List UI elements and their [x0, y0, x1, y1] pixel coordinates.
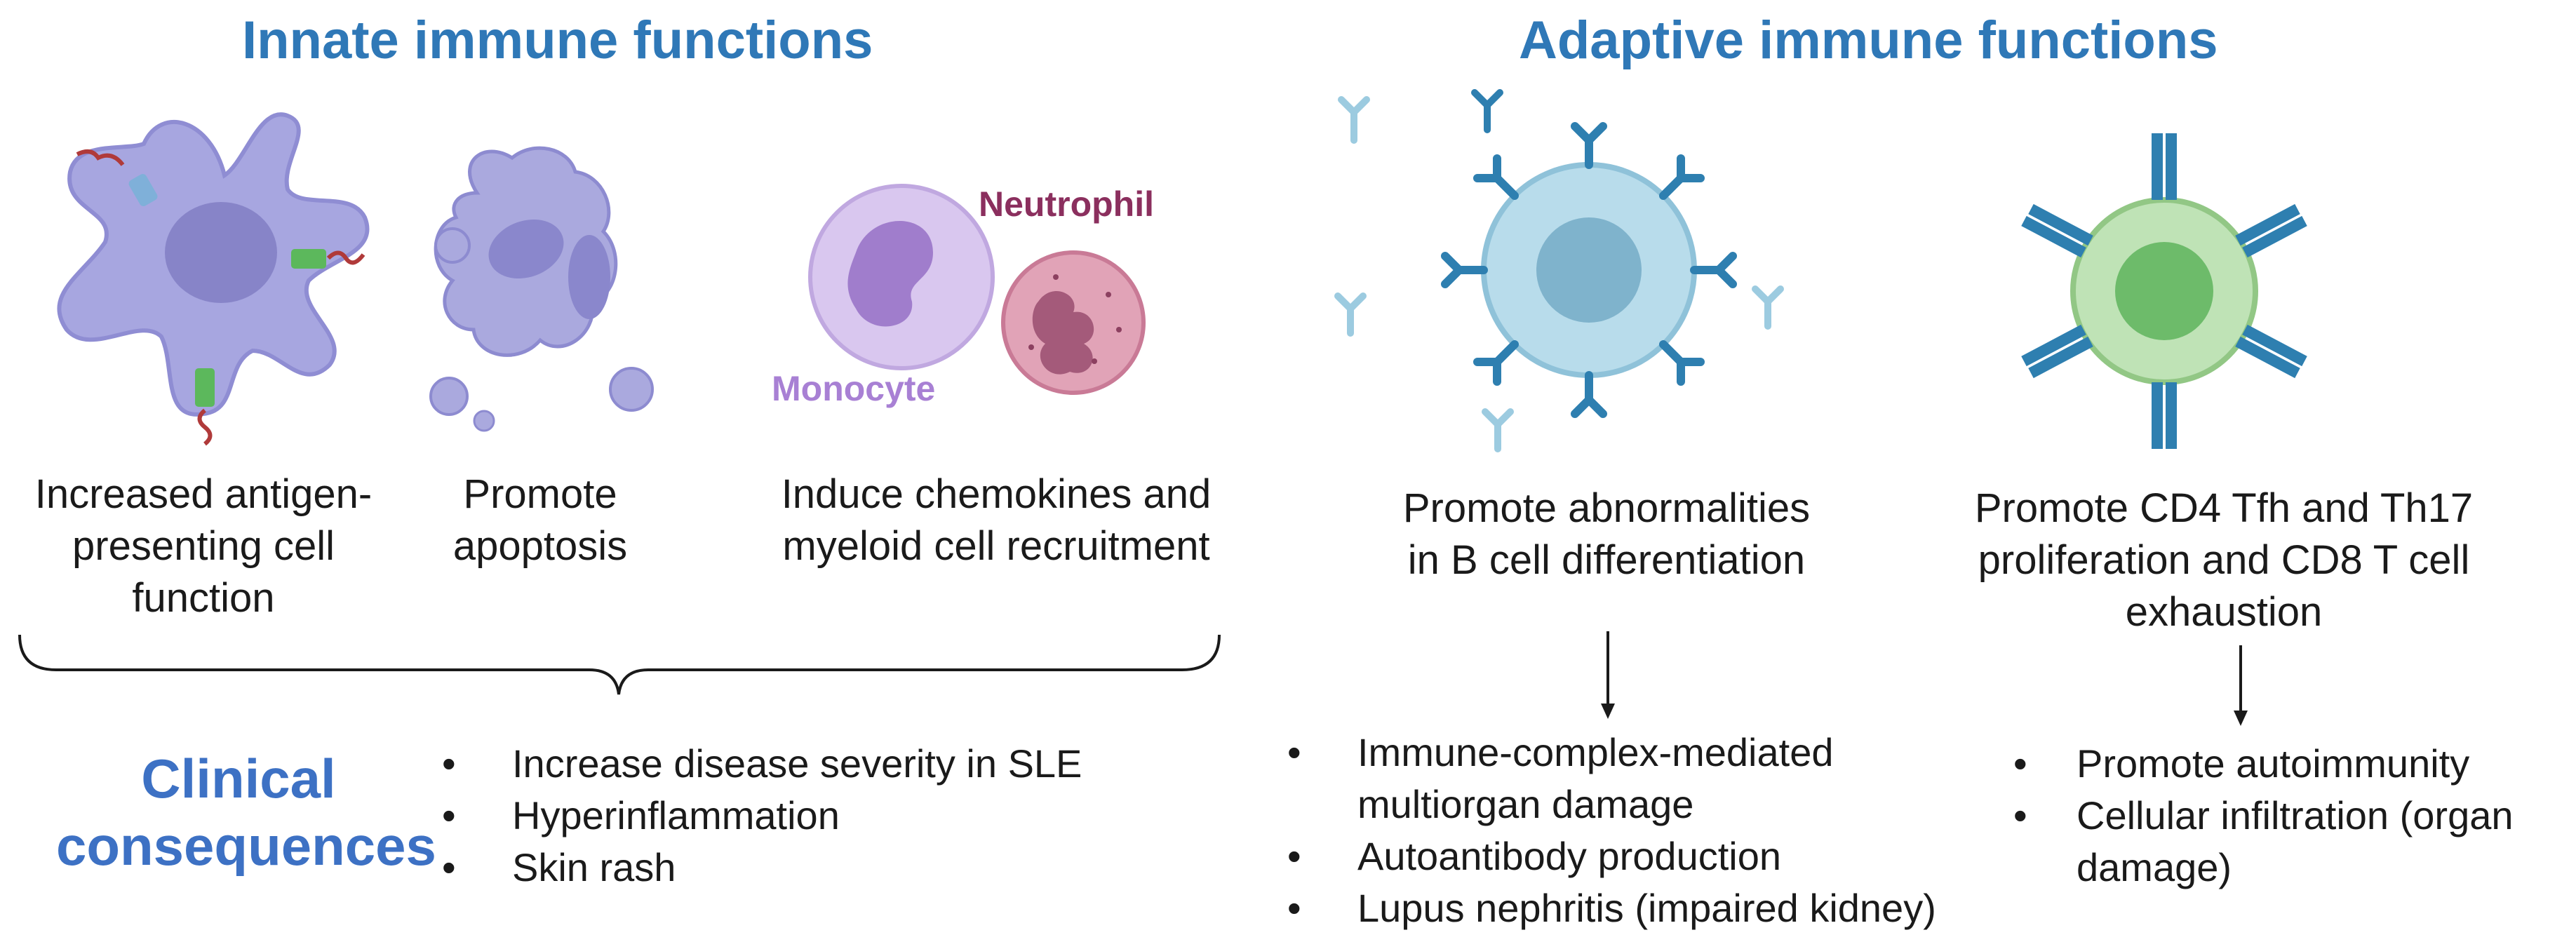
bullet-item: • Lupus nephritis (impaired kidney) [1287, 886, 1936, 930]
bullet-item: Skin rash [442, 842, 1082, 894]
monocyte-label: Monocyte [772, 369, 936, 408]
neutrophil-icon [1001, 250, 1146, 395]
bullet-item: • Immune-complex-mediated multiorgan dam… [1287, 730, 1834, 826]
t-cell-icon [2021, 133, 2307, 449]
dendritic-cell-icon [57, 112, 370, 446]
b-cell-bullet-list: • Immune-complex-mediated multiorgan dam… [1287, 727, 1936, 934]
bullet-item: • Autoantibody production [1287, 834, 1781, 878]
bullet-item: Increase disease severity in SLE [442, 738, 1082, 790]
b-cell-icon [1334, 89, 1784, 452]
innate-brace [18, 634, 1221, 695]
monocyte-icon [808, 184, 995, 370]
apoptotic-cell-icon [429, 146, 654, 432]
adaptive-heading: Adaptive immune functions [1519, 11, 2218, 70]
t-cell-bullet-list: • Promote autoimmunity • Cellular infilt… [2013, 738, 2514, 894]
b-cell-arrow [1601, 631, 1615, 719]
caption-antigen-presenting: Increased antigen- presenting cell funct… [34, 471, 373, 621]
caption-t-cell: Promote CD4 Tfh and Th17 proliferation a… [1974, 485, 2474, 635]
caption-chemokines: Induce chemokines and myeloid cell recru… [781, 471, 1212, 569]
caption-apoptosis: Promote apoptosis [452, 471, 628, 569]
caption-b-cell: Promote abnormalities in B cell differen… [1402, 485, 1811, 583]
bullet-item: Hyperinflammation [442, 790, 1082, 842]
neutrophil-label: Neutrophil [979, 184, 1154, 224]
bullet-item: • Promote autoimmunity [2013, 741, 2470, 786]
bullet-item: • Cellular infiltration (organ damage) [2013, 793, 2514, 889]
innate-bullet-list: Increase disease severity in SLE Hyperin… [442, 738, 1082, 894]
t-cell-arrow [2234, 645, 2248, 726]
innate-heading: Innate immune functions [242, 11, 873, 70]
clinical-consequences-title: Clinical consequences [56, 748, 436, 877]
